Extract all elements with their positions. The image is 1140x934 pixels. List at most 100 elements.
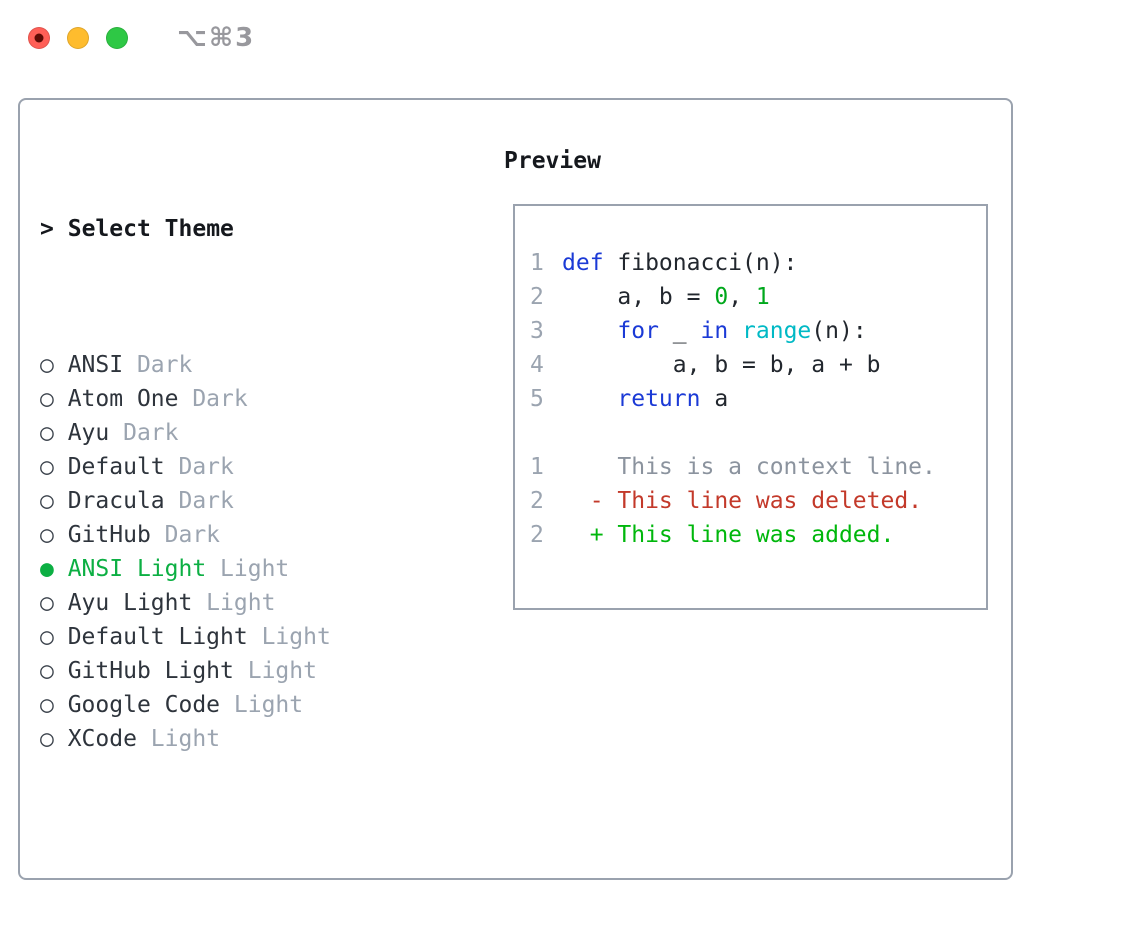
code-line: 3 for _ in range(n): (530, 314, 986, 348)
preview-title: Preview (504, 148, 601, 174)
token-plain (728, 318, 742, 344)
token-builtin: range (742, 318, 812, 344)
prompt-icon: > (40, 216, 54, 242)
theme-name: ANSI Light (67, 556, 207, 582)
line-number: 2 (530, 522, 544, 548)
keyboard-shortcut-label: ⌥⌘3 (177, 23, 256, 53)
line-number: 4 (530, 352, 544, 378)
theme-variant: Dark (123, 352, 193, 378)
radio-icon: ○ (40, 352, 68, 378)
radio-icon: ○ (40, 386, 68, 412)
token-keyword: return (617, 386, 701, 412)
theme-picker-panel: > Select Theme ○ ANSI Dark○ Atom One Dar… (18, 98, 1013, 880)
theme-option-ansi[interactable]: ○ ANSI Dark (40, 348, 490, 382)
radio-selected-icon: ● (40, 556, 68, 582)
line-number: 1 (530, 454, 544, 480)
theme-option-default-light[interactable]: ○ Default Light Light (40, 620, 490, 654)
theme-option-ayu[interactable]: ○ Ayu Dark (40, 416, 490, 450)
theme-option-github-light[interactable]: ○ GitHub Light Light (40, 654, 490, 688)
code-line: 2 a, b = 0, 1 (530, 280, 986, 314)
theme-name: Google Code (67, 692, 221, 718)
token-plain: (n): (811, 318, 867, 344)
theme-variant: Dark (109, 420, 179, 446)
radio-icon: ○ (40, 692, 68, 718)
theme-name: GitHub (67, 522, 151, 548)
diff-text: This is a context line. (562, 454, 936, 480)
token-plain: _ (658, 318, 701, 344)
code-line: 1 def fibonacci(n): (530, 246, 986, 280)
theme-option-atom-one[interactable]: ○ Atom One Dark (40, 382, 490, 416)
token-number: 1 (755, 284, 770, 310)
radio-icon: ○ (40, 420, 68, 446)
line-number: 5 (530, 386, 544, 412)
radio-icon: ○ (40, 454, 68, 480)
token-keyword: for (617, 318, 659, 344)
theme-list: ○ ANSI Dark○ Atom One Dark○ Ayu Dark○ De… (40, 348, 490, 756)
theme-variant: Light (136, 726, 221, 752)
radio-icon: ○ (40, 488, 68, 514)
theme-name: Ayu Light (67, 590, 193, 616)
theme-option-ansi-light[interactable]: ● ANSI Light Light (40, 552, 490, 586)
token-plain: fibonacci(n): (603, 250, 798, 276)
token-plain: a (700, 386, 729, 412)
theme-variant: Dark (164, 454, 234, 480)
theme-name: GitHub Light (67, 658, 234, 684)
diff-preview: 1 This is a context line.2 - This line w… (530, 450, 986, 552)
diff-text: - This line was deleted. (562, 488, 923, 514)
theme-selector: > Select Theme ○ ANSI Dark○ Atom One Dar… (40, 144, 490, 934)
theme-variant: Light (220, 692, 304, 718)
titlebar: ⌥⌘3 (28, 23, 256, 53)
traffic-lights (28, 27, 145, 49)
theme-option-github[interactable]: ○ GitHub Dark (40, 518, 490, 552)
minimize-button[interactable] (67, 27, 89, 49)
code-line: 4 a, b = b, a + b (530, 348, 986, 382)
theme-variant: Light (233, 658, 317, 684)
select-theme-header: > Select Theme (40, 212, 490, 246)
token-keyword: in (700, 318, 729, 344)
theme-name: Default Light (67, 624, 248, 650)
spacer (40, 858, 490, 892)
diff-line-context: 1 This is a context line. (530, 450, 986, 484)
token-plain (562, 318, 617, 344)
theme-variant: Dark (164, 488, 234, 514)
token-plain: a, b = (562, 284, 715, 310)
theme-name: Default (67, 454, 165, 480)
line-number: 1 (530, 250, 544, 276)
token-plain: , (728, 284, 756, 310)
theme-name: ANSI (67, 352, 124, 378)
code-line: 5 return a (530, 382, 986, 416)
select-theme-title: Select Theme (67, 216, 234, 242)
theme-variant: Dark (178, 386, 248, 412)
line-number: 2 (530, 488, 544, 514)
theme-variant: Dark (150, 522, 221, 548)
token-plain (562, 386, 617, 412)
theme-option-xcode[interactable]: ○ XCode Light (40, 722, 490, 756)
theme-name: Ayu (67, 420, 110, 446)
radio-icon: ○ (40, 624, 68, 650)
theme-variant: Light (247, 624, 331, 650)
theme-variant: Light (206, 556, 290, 582)
diff-text: + This line was added. (562, 522, 895, 548)
spacer (530, 416, 986, 450)
theme-option-google-code[interactable]: ○ Google Code Light (40, 688, 490, 722)
radio-icon: ○ (40, 590, 68, 616)
theme-option-dracula[interactable]: ○ Dracula Dark (40, 484, 490, 518)
diff-line-deleted: 2 - This line was deleted. (530, 484, 986, 518)
radio-icon: ○ (40, 726, 68, 752)
radio-icon: ○ (40, 658, 68, 684)
token-plain: a, b = b, a + b (562, 352, 881, 378)
theme-name: XCode (67, 726, 137, 752)
line-number: 2 (530, 284, 544, 310)
theme-variant: Light (192, 590, 276, 616)
theme-name: Dracula (67, 488, 165, 514)
line-number: 3 (530, 318, 544, 344)
diff-line-added: 2 + This line was added. (530, 518, 986, 552)
theme-option-ayu-light[interactable]: ○ Ayu Light Light (40, 586, 490, 620)
close-button[interactable] (28, 27, 50, 49)
theme-name: Atom One (67, 386, 179, 412)
token-keyword: def (562, 250, 604, 276)
theme-option-default[interactable]: ○ Default Dark (40, 450, 490, 484)
zoom-button[interactable] (106, 27, 128, 49)
